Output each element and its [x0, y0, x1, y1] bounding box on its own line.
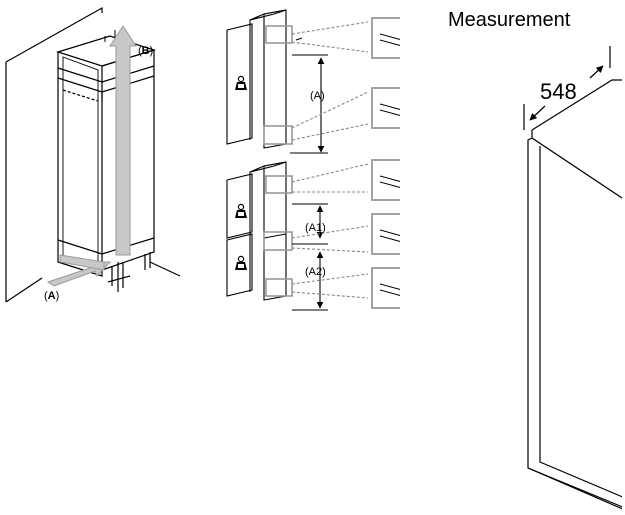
detail-panel-contents	[379, 33, 403, 297]
weight-icon	[235, 75, 247, 90]
appliance-measurement-figure: Measurement 548	[448, 0, 625, 515]
dimension-a1-label: (A1)	[305, 222, 326, 234]
detail-box-bottom	[263, 125, 293, 145]
appliance-top	[531, 79, 625, 131]
depth-dimension-value: 548	[540, 79, 577, 104]
floor-line	[149, 261, 181, 277]
double-door-unit: (A1) (A2)	[226, 161, 369, 311]
label-b: (B)	[138, 45, 153, 57]
dimension-a-label: (A)	[310, 90, 325, 102]
detail-box-lower	[265, 278, 293, 297]
detail-box-upper	[265, 175, 293, 194]
airflow-arrow-up	[109, 25, 137, 256]
single-door-unit: (A)	[226, 9, 369, 154]
label-a: (A)	[44, 290, 59, 302]
cabinet-niche-figure: (B) (A)	[5, 6, 181, 303]
weight-icon	[235, 203, 247, 218]
dimension-a2-label: (A2)	[305, 266, 326, 278]
figure3-title: Measurement	[448, 9, 571, 31]
detail-box-top	[265, 25, 293, 44]
cabinet	[55, 30, 157, 292]
airflow-arrows	[46, 25, 137, 287]
wall-outline	[5, 6, 103, 303]
detail-box-middle	[263, 231, 293, 251]
weight-icon	[235, 255, 247, 270]
door-mounting-figure: (A) (A1)	[226, 0, 416, 330]
